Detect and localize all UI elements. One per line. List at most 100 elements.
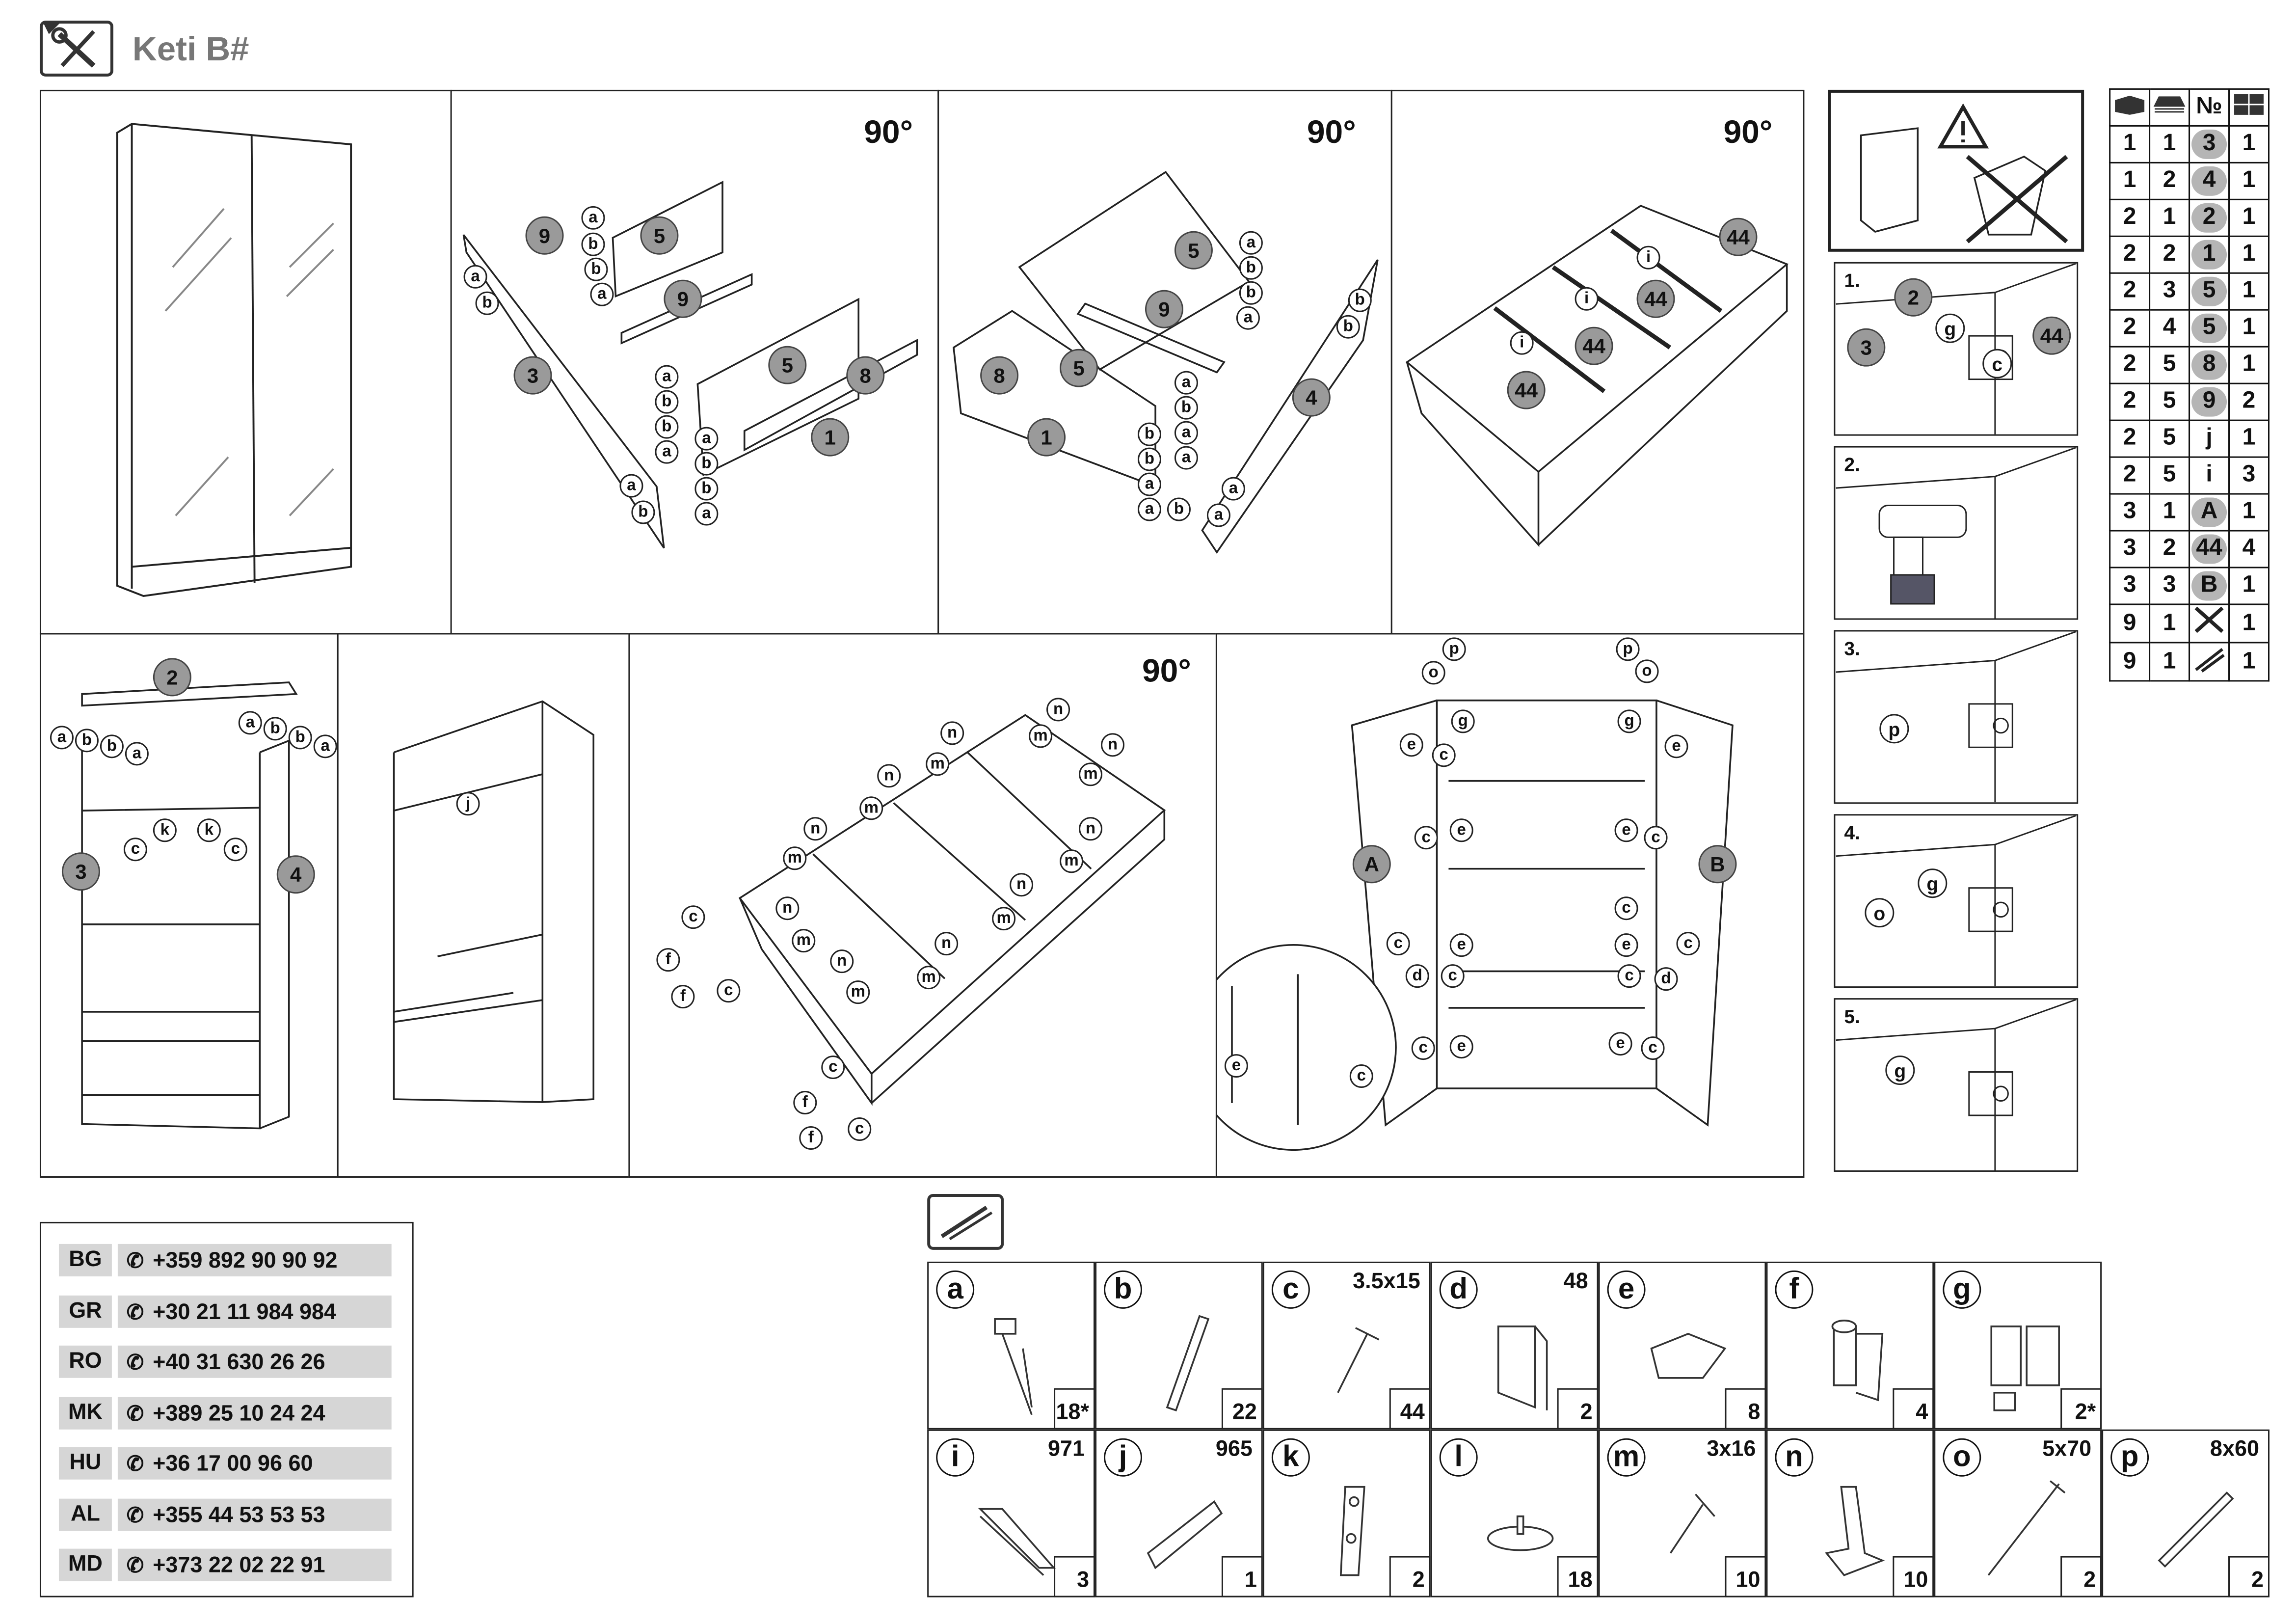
phone-number: ✆+389 25 10 24 24 <box>117 1396 392 1429</box>
layer-number-cell: 3 <box>2149 272 2190 311</box>
layer-number-cell: 1 <box>2149 125 2190 163</box>
hardware-size: 965 <box>1215 1436 1253 1462</box>
layer-number-cell: 1 <box>2149 198 2190 237</box>
fitting-letter-callout: a <box>1174 371 1198 395</box>
e-fitting-icon <box>1650 1332 1727 1379</box>
quantity-cell: 1 <box>2228 642 2269 682</box>
hardware-letter: g <box>1943 1270 1981 1309</box>
hardware-letter: f <box>1775 1270 1814 1309</box>
hardware-letter: d <box>1439 1270 1478 1309</box>
panel-step-rail-j: j <box>337 633 630 1178</box>
fitting-letter-callout: b <box>694 477 719 501</box>
hardware-quantity: 2* <box>2060 1388 2102 1430</box>
layer-number-cell: 5 <box>2149 346 2190 384</box>
quantity-cell: 1 <box>2228 567 2269 605</box>
fitting-letter-callout: m <box>926 752 950 776</box>
country-code: MK <box>58 1396 112 1429</box>
layer-number-cell: 4 <box>2149 309 2190 348</box>
fitting-letter-callout: g <box>1451 709 1475 733</box>
layer-number-cell: 1 <box>2149 603 2190 644</box>
phone-row: BG✆+359 892 90 90 92 <box>58 1244 392 1276</box>
part-number-callout: 9 <box>525 216 564 255</box>
n-fitting-icon <box>1825 1486 1885 1576</box>
rotation-90-label: 90° <box>1307 113 1356 150</box>
phone-number: ✆+36 17 00 96 60 <box>117 1447 392 1480</box>
fitting-letter-callout: b <box>694 452 719 476</box>
fitting-letter-callout: c <box>717 979 741 1003</box>
warning-panel <box>1828 89 2084 252</box>
hardware-letter: j <box>1104 1438 1142 1477</box>
fitting-letter-callout: b <box>75 729 99 753</box>
part-number-callout: 4 <box>1292 378 1331 417</box>
fitting-letter-callout: b <box>100 734 124 758</box>
d-fitting-icon <box>1497 1326 1548 1410</box>
layer-number-cell: 5 <box>2149 419 2190 458</box>
phone-icon: ✆ <box>126 1553 144 1577</box>
phone-icon: ✆ <box>126 1451 144 1475</box>
layer-number-cell: 1 <box>2149 493 2190 532</box>
layer-number-cell: 2 <box>2149 530 2190 568</box>
fitting-letter-callout: a <box>694 502 719 526</box>
hardware-letter: i <box>936 1438 975 1477</box>
fitting-letter-callout: c <box>1349 1064 1373 1088</box>
m-fitting-icon <box>1670 1493 1715 1554</box>
fitting-letter-callout: c <box>1676 932 1700 956</box>
fitting-letter-callout: b <box>1137 422 1161 446</box>
layer-number-cell: 5 <box>2149 456 2190 495</box>
fitting-letter-callout: c <box>1641 1036 1665 1060</box>
tools-icon <box>2194 606 2224 633</box>
rotation-90-label: 90° <box>1723 113 1773 150</box>
part-number-callout: 5 <box>768 346 807 384</box>
fitting-letter-callout: e <box>1449 818 1473 842</box>
quantity-cell: 1 <box>2228 235 2269 274</box>
fitting-letter-callout: b <box>1336 315 1360 339</box>
product-title: Keti B# <box>132 29 249 68</box>
fitting-letter-callout: m <box>1079 762 1103 786</box>
phone-row: MD✆+373 22 02 22 91 <box>58 1548 392 1581</box>
part-number-callout: 4 <box>276 855 315 894</box>
hardware-letter: p <box>2110 1438 2149 1477</box>
part-number-callout: 2 <box>1894 278 1933 317</box>
fitting-letter-callout: n <box>830 949 854 974</box>
c-fitting-icon <box>1337 1327 1380 1393</box>
part-number-cell: 1 <box>2189 235 2230 274</box>
fitting-letter-callout: j <box>456 792 480 816</box>
part-number-callout: 9 <box>664 279 702 318</box>
phone-icon: ✆ <box>126 1299 144 1323</box>
fitting-letter-callout: g <box>1885 1056 1915 1085</box>
fitting-letter-callout: a <box>1174 421 1198 445</box>
part-number-callout: 3 <box>1847 328 1886 367</box>
quantity-cell: 1 <box>2228 419 2269 458</box>
phone-number: ✆+40 31 630 26 26 <box>117 1345 392 1378</box>
fitting-letter-callout: n <box>803 817 828 841</box>
box-number-cell: 2 <box>2109 272 2151 311</box>
fitting-letter-callout: b <box>584 257 608 281</box>
f-fitting-icon <box>1831 1320 1884 1402</box>
fitting-letter-callout: b <box>1137 447 1161 471</box>
fitting-letter-callout: a <box>238 711 262 735</box>
hardware-quantity: 2 <box>2228 1556 2269 1597</box>
hardware-quantity: 10 <box>1893 1556 1934 1597</box>
hardware-size: 3.5x15 <box>1353 1269 1420 1294</box>
fitting-letter-callout: a <box>125 742 149 766</box>
phone-number-text: +373 22 02 22 91 <box>153 1553 325 1578</box>
hardware-quantity: 44 <box>1389 1388 1431 1430</box>
fitting-letter-callout: b <box>655 390 679 414</box>
phone-number: ✆+359 892 90 90 92 <box>117 1244 392 1276</box>
fitting-letter-callout: m <box>1060 849 1084 873</box>
fitting-letter-callout: e <box>1449 933 1473 957</box>
part-number-callout: 5 <box>1060 349 1098 387</box>
box-number-cell: 9 <box>2109 603 2151 644</box>
fitting-letter-callout: c <box>821 1056 845 1080</box>
fitting-letter-callout: b <box>288 726 312 750</box>
